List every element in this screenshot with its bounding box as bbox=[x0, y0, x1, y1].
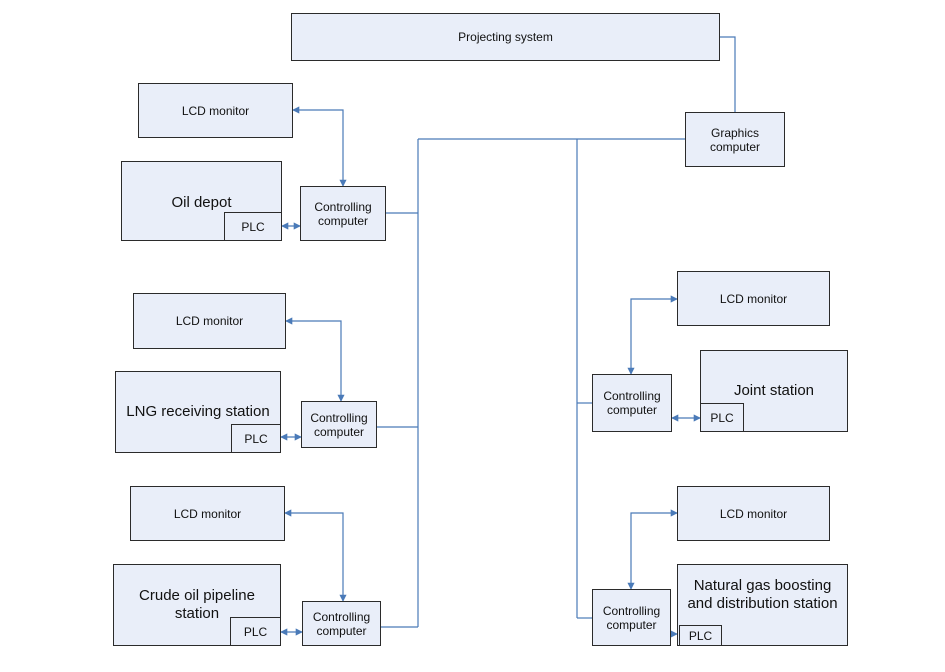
plc-label: PLC bbox=[244, 431, 268, 446]
lcd-monitor-label: LCD monitor bbox=[173, 506, 242, 521]
projecting-system-label: Projecting system bbox=[458, 30, 553, 44]
lcd-monitor-box: LCD monitor bbox=[130, 486, 285, 541]
lng-receiving-station-box: LNG receiving station bbox=[115, 371, 281, 453]
lcd-monitor-box: LCD monitor bbox=[677, 271, 830, 326]
graphics-computer-box: Graphics computer bbox=[685, 112, 785, 167]
lcd-monitor-box: LCD monitor bbox=[133, 293, 286, 349]
controlling-computer-label: Controlling computer bbox=[602, 603, 661, 632]
wire-lcd2-cc2 bbox=[285, 317, 345, 402]
plc-box: PLC bbox=[679, 625, 722, 646]
wire-lcd1-cc1 bbox=[292, 106, 347, 187]
controlling-computer-label: Controlling computer bbox=[603, 389, 661, 417]
controlling-computer-box: Controlling computer bbox=[592, 374, 672, 432]
lcd-monitor-label: LCD monitor bbox=[719, 291, 788, 306]
natural-gas-station-label: Natural gas boosting and distribution st… bbox=[687, 577, 838, 612]
controlling-computer-label: Controlling computer bbox=[312, 609, 371, 638]
lcd-monitor-label: LCD monitor bbox=[181, 103, 250, 118]
plc-box: PLC bbox=[224, 212, 282, 241]
projecting-system-box: Projecting system bbox=[291, 13, 720, 61]
controlling-computer-box: Controlling computer bbox=[301, 401, 377, 448]
plc-box: PLC bbox=[231, 424, 281, 453]
controlling-computer-box: Controlling computer bbox=[592, 589, 671, 646]
joint-station-label: Joint station bbox=[733, 382, 815, 399]
plc-label: PLC bbox=[241, 219, 265, 234]
plc-label: PLC bbox=[710, 410, 734, 425]
graphics-computer-label: Graphics computer bbox=[709, 125, 761, 154]
lcd-monitor-label: LCD monitor bbox=[719, 506, 788, 521]
oil-depot-label: Oil depot bbox=[171, 194, 232, 211]
wire-lcd4-cc4 bbox=[627, 295, 678, 375]
wire-projecting-graphics bbox=[720, 36, 736, 112]
plc-label: PLC bbox=[243, 624, 268, 639]
lcd-monitor-box: LCD monitor bbox=[138, 83, 293, 138]
controlling-computer-label: Controlling computer bbox=[310, 410, 368, 439]
controlling-computer-box: Controlling computer bbox=[300, 186, 386, 241]
wire-lcd3-cc3 bbox=[284, 509, 347, 602]
plc-box: PLC bbox=[230, 617, 281, 646]
plc-label: PLC bbox=[688, 628, 713, 643]
lcd-monitor-label: LCD monitor bbox=[175, 314, 244, 328]
lcd-monitor-box: LCD monitor bbox=[677, 486, 830, 541]
crude-oil-pipeline-station-label: Crude oil pipeline station bbox=[139, 587, 255, 622]
plc-box: PLC bbox=[700, 403, 744, 432]
crude-oil-pipeline-station-box: Crude oil pipeline station bbox=[113, 564, 281, 646]
controlling-computer-box: Controlling computer bbox=[302, 601, 381, 646]
controlling-computer-label: Controlling computer bbox=[314, 199, 372, 228]
lng-receiving-station-label: LNG receiving station bbox=[126, 403, 270, 420]
wire-lcd5-cc5 bbox=[627, 509, 678, 590]
